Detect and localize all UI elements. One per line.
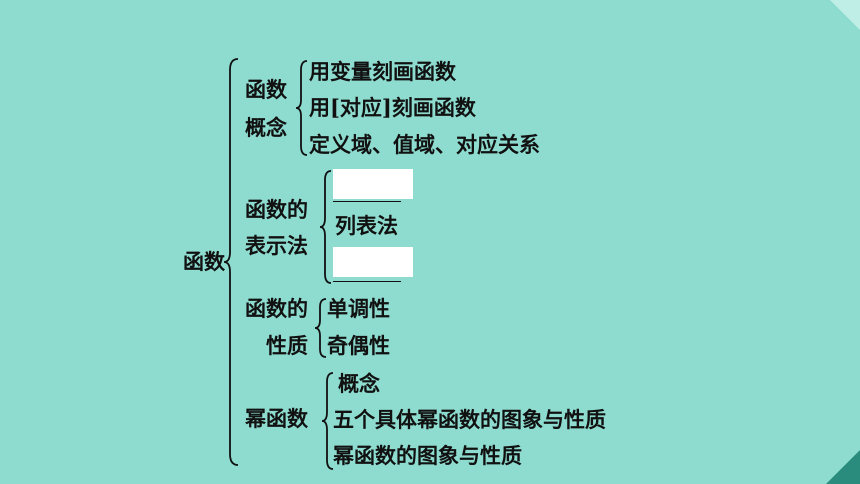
- group2-brace: [319, 170, 332, 284]
- group4-brace: [321, 372, 334, 470]
- root-label: 函数: [183, 249, 225, 274]
- group1-label-line2: 概念: [245, 115, 287, 140]
- group1-item3: 定义域、值域、对应关系: [309, 132, 540, 157]
- group3-item2: 奇偶性: [327, 333, 390, 358]
- group2-blank-2-underline: [333, 281, 401, 282]
- group2-item2: 列表法: [335, 213, 398, 238]
- group1-brace: [295, 60, 308, 156]
- group1-item1: 用变量刻画函数: [309, 59, 456, 84]
- group4-item1: 概念: [338, 371, 380, 396]
- root-brace: [223, 58, 239, 466]
- group2-blank-1: [333, 169, 413, 199]
- group2-label-line2: 表示法: [245, 233, 308, 258]
- group1-item2: 用[对应]刻画函数: [309, 95, 476, 120]
- group3-label-line2: 性质: [266, 333, 308, 358]
- group2-blank-2: [333, 247, 413, 277]
- group3-item1: 单调性: [327, 296, 390, 321]
- group3-brace: [314, 298, 327, 358]
- group3-label-line1: 函数的: [245, 296, 308, 321]
- group4-label: 幂函数: [245, 406, 308, 431]
- corner-decoration-top-right: [830, 0, 860, 30]
- group4-item3: 幂函数的图象与性质: [333, 443, 522, 468]
- group1-label-line1: 函数: [245, 77, 287, 102]
- group4-item2: 五个具体幂函数的图象与性质: [333, 407, 606, 432]
- group2-label-line1: 函数的: [245, 197, 308, 222]
- group2-blank-1-underline: [333, 201, 401, 202]
- corner-decoration-bottom-right: [826, 450, 860, 484]
